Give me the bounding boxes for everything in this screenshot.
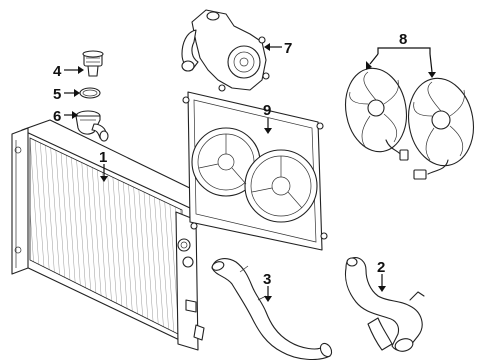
fan-motors-drawing (345, 67, 474, 180)
fan-shroud-drawing (182, 91, 328, 251)
callout-7: 7 (284, 40, 292, 57)
callout-3: 3 (263, 271, 271, 288)
callout-4: 4 (53, 63, 62, 80)
callout-1: 1 (99, 149, 107, 166)
callout-6: 6 (53, 108, 61, 125)
water-pump-drawing (181, 9, 270, 92)
o-ring-drawing (79, 87, 101, 99)
lower-hose-3-drawing (211, 258, 333, 360)
thermostat-drawing (82, 50, 104, 77)
thermostat-housing-drawing (75, 110, 109, 142)
callout-9: 9 (263, 102, 271, 119)
callout-2: 2 (377, 259, 385, 276)
callout-8: 8 (399, 31, 407, 48)
radiator-drawing (11, 119, 205, 351)
callout-5: 5 (53, 86, 61, 103)
leader-lines (64, 43, 436, 302)
lower-hose-2-drawing (344, 257, 425, 352)
